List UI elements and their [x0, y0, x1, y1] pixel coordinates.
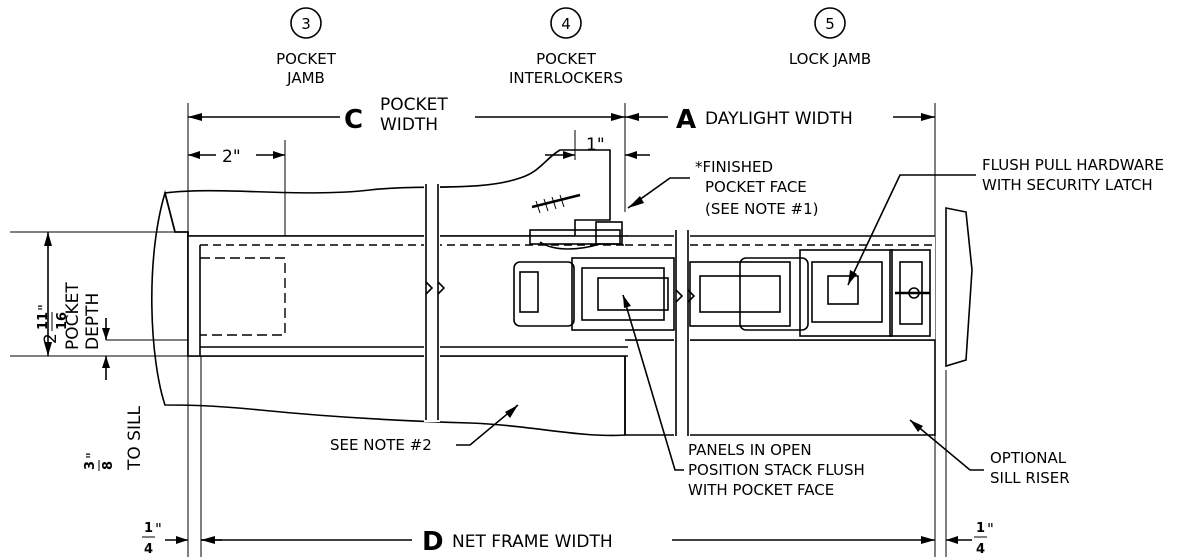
depth-denominator: 16: [55, 312, 70, 330]
dimension-one-inch-label: 1": [586, 135, 605, 155]
dimension-two-inch-label: 2": [222, 147, 241, 167]
section-5-circle: [814, 7, 846, 39]
dimension-c-text-line1: POCKET: [380, 95, 448, 115]
depth-label-line1: POCKET: [63, 282, 83, 350]
dimension-c-pocket-width: C POCKET WIDTH: [188, 95, 625, 135]
depth-whole: 2: [41, 333, 61, 344]
screw-fastener: [531, 193, 581, 214]
dimension-a-daylight-width: A DAYLIGHT WIDTH: [625, 105, 935, 135]
dimension-quarter-right: 1 4 ": [946, 520, 994, 557]
section-5-number: 5: [825, 15, 835, 33]
note-see-note-2: SEE NOTE #2: [330, 404, 519, 454]
quarter-left-mark: ": [155, 520, 162, 538]
dimension-d-text: NET FRAME WIDTH: [452, 532, 613, 552]
dimension-c-letter: C: [344, 105, 363, 135]
note-finished-line3: (SEE NOTE #1): [705, 200, 819, 218]
section-5-title-line1: LOCK JAMB: [789, 50, 871, 68]
quarter-left-numerator: 1: [144, 521, 153, 536]
sill-denominator: 8: [101, 461, 116, 470]
note-finished-line1: *FINISHED: [695, 158, 773, 176]
dimension-quarter-left: 1 4 ": [142, 520, 222, 557]
section-4-header: 4 POCKET INTERLOCKERS: [509, 7, 623, 87]
sill-mark: ": [83, 452, 101, 459]
note-panels-open-position: PANELS IN OPEN POSITION STACK FLUSH WITH…: [622, 294, 865, 499]
note-hardware-line1: FLUSH PULL HARDWARE: [982, 156, 1164, 174]
note-riser-line2: SILL RISER: [990, 469, 1070, 487]
dimension-d-letter: D: [422, 527, 444, 557]
section-3-circle: [290, 7, 322, 39]
dimension-a-letter: A: [676, 105, 696, 135]
note-panels-line3: WITH POCKET FACE: [688, 481, 834, 499]
note-panels-line1: PANELS IN OPEN: [688, 441, 812, 459]
pocket-cavity: [187, 235, 628, 357]
note-flush-pull-hardware: FLUSH PULL HARDWARE WITH SECURITY LATCH: [847, 156, 1164, 286]
note-optional-sill-riser: OPTIONAL SILL RISER: [909, 419, 1070, 487]
dimension-d-net-frame-width: D NET FRAME WIDTH: [201, 527, 935, 557]
depth-mark: ": [35, 304, 53, 311]
dimension-pocket-depth: 2 11 16 " POCKET DEPTH: [10, 231, 188, 357]
quarter-right-mark: ": [987, 520, 994, 538]
depth-label-line2: DEPTH: [83, 293, 103, 350]
dimension-c-text-line2: WIDTH: [380, 115, 438, 135]
dimension-one-inch: 1": [545, 135, 650, 159]
section-4-title-line2: INTERLOCKERS: [509, 69, 623, 87]
note-2-text: SEE NOTE #2: [330, 436, 432, 454]
section-5-header: 5 LOCK JAMB: [789, 7, 871, 68]
section-3-title-line2: JAMB: [286, 69, 325, 87]
depth-numerator: 11: [36, 312, 51, 330]
note-finished-line2: POCKET FACE: [705, 178, 807, 196]
sill-riser: [624, 339, 936, 436]
quarter-right-denominator: 4: [976, 542, 985, 557]
section-3-title-line1: POCKET: [276, 50, 337, 68]
quarter-right-numerator: 1: [976, 521, 985, 536]
note-panels-line2: POSITION STACK FLUSH: [688, 461, 865, 479]
note-finished-pocket-face: *FINISHED POCKET FACE (SEE NOTE #1): [627, 158, 819, 218]
section-3-number: 3: [301, 15, 311, 33]
note-riser-line1: OPTIONAL: [990, 449, 1067, 467]
sill-numerator: 3: [83, 461, 98, 470]
pocket-wall-bottom: [151, 190, 626, 437]
section-3-header: 3 POCKET JAMB: [276, 7, 337, 87]
section-4-title-line1: POCKET: [536, 50, 597, 68]
note-hardware-line2: WITH SECURITY LATCH: [982, 176, 1153, 194]
dimension-to-sill: 3 8 " TO SILL: [83, 318, 145, 471]
section-4-number: 4: [561, 15, 571, 33]
dimension-two-inch: 2": [188, 140, 286, 250]
sill-label: TO SILL: [125, 406, 145, 471]
break-lines: [424, 182, 696, 438]
section-4-circle: [550, 7, 582, 39]
dimension-a-text: DAYLIGHT WIDTH: [705, 109, 853, 129]
pocket-wall-top: [163, 149, 611, 237]
quarter-left-denominator: 4: [144, 542, 153, 557]
lock-jamb-wall: [945, 207, 973, 368]
interlocker-panels: [513, 221, 931, 337]
